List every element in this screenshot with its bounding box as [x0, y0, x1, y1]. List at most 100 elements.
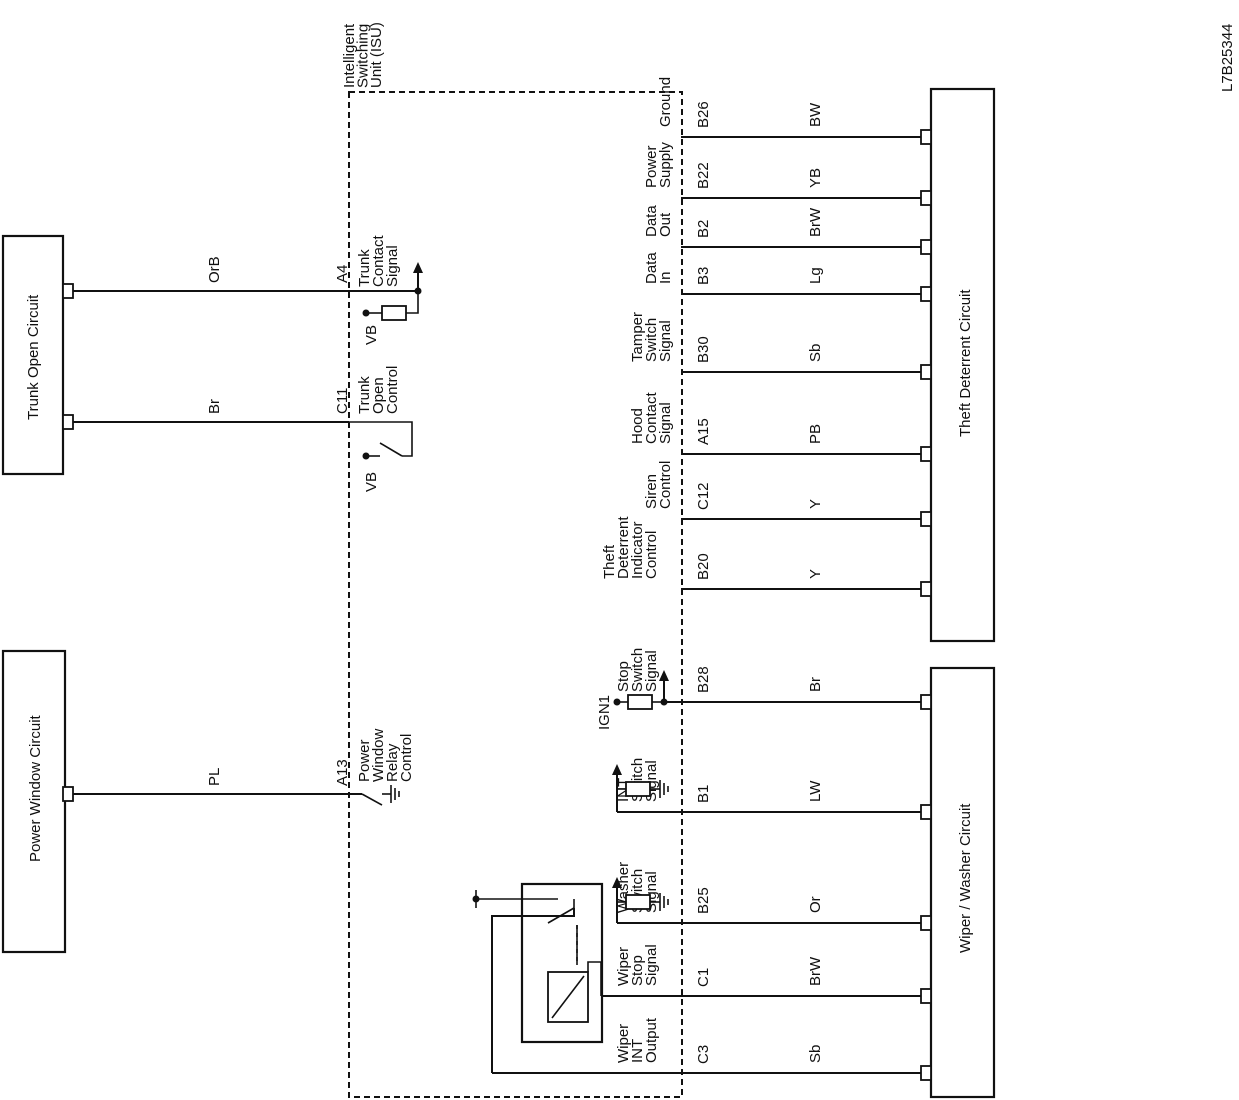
trunk-open-function-line: Control — [384, 366, 401, 414]
wiper-washer-circuit-box — [929, 666, 996, 1099]
power-window-pin: A13 — [334, 759, 351, 786]
ground-wire-color: BW — [807, 102, 824, 127]
theft-deterrent-circuit-label-group: Theft Deterrent Circuit — [957, 289, 974, 437]
trunk-contact-function-line: Signal — [384, 245, 401, 287]
wiper-int-output-wire-color-group: Sb — [807, 1045, 824, 1063]
power-window-circuit-label-group: Power Window Circuit — [27, 714, 44, 862]
trunk-contact-function-line: Trunk — [356, 249, 373, 287]
power-window-wire-color-group: PL — [206, 768, 223, 786]
int-switch-wire-color: LW — [807, 780, 824, 802]
ground-function: Ground — [657, 77, 674, 127]
hood-contact-function-line: Contact — [643, 391, 660, 444]
vb-label-2-group: VB — [363, 472, 380, 492]
siren-control-pin-group: C12 — [695, 482, 712, 510]
int-ground-icon — [659, 780, 669, 798]
wiper-stop-function-line: Stop — [629, 955, 646, 986]
ign1-label-group: IGN1 — [596, 695, 613, 730]
ground-function-line: Ground — [657, 77, 674, 127]
washer-switch-wire-color-group: Or — [807, 896, 824, 913]
hood-contact-wire-color-group: PB — [807, 424, 824, 444]
int-resistor-icon — [625, 781, 651, 797]
wiper-washer-circuit-label: Wiper / Washer Circuit — [957, 803, 974, 953]
data-out-terminal — [920, 239, 932, 255]
tamper-switch-function-line: Switch — [643, 318, 660, 362]
int-switch-terminal — [920, 804, 932, 820]
tamper-switch-wire-color-group: Sb — [807, 344, 824, 362]
trunk-open-wire-color: Br — [206, 399, 223, 414]
trunk-open-wire-color-group: Br — [206, 399, 223, 414]
tamper-switch-wire-color: Sb — [807, 344, 824, 362]
power-supply-pin: B22 — [695, 162, 712, 189]
figure-id-group: L7B25344 — [1219, 24, 1236, 92]
washer-switch-pin-group: B25 — [695, 887, 712, 914]
figure-id: L7B25344 — [1219, 24, 1236, 92]
tamper-switch-pin: B30 — [695, 336, 712, 363]
tamper-switch-function-line: Signal — [657, 320, 674, 362]
theft-indicator-wire-color: Y — [807, 569, 824, 579]
stop-switch-function-line: Stop — [615, 661, 632, 692]
ground-pin-group: B26 — [695, 101, 712, 128]
stop-switch-function-line: Switch — [629, 648, 646, 692]
data-in-wire-color-group: Lg — [807, 267, 824, 284]
theft-indicator-function-line: Control — [643, 531, 660, 579]
stop-switch-function-line: Signal — [643, 650, 660, 692]
trunk-open-pin: C11 — [334, 388, 351, 414]
isu-label-line: Intelligent — [341, 23, 358, 88]
power-window-function-line: Relay — [384, 743, 401, 782]
trunk-open-pin-group: C11 — [334, 388, 351, 414]
ground-terminal — [920, 129, 932, 145]
hood-contact-terminal — [920, 446, 932, 462]
power-supply-wire-color: YB — [807, 168, 824, 188]
siren-control-wire-color: Y — [807, 499, 824, 509]
theft-indicator-pin: B20 — [695, 553, 712, 580]
wiper-int-output-function-line: Output — [643, 1017, 660, 1063]
trunk-open-function-line: Trunk — [356, 376, 373, 414]
wiper-int-output-pin-group: C3 — [695, 1045, 712, 1064]
wiper-int-output-terminal — [920, 1065, 932, 1081]
data-out-wire-color-group: BrW — [807, 207, 824, 237]
wiper-int-output-wire-color: Sb — [807, 1045, 824, 1063]
data-in-wire-color: Lg — [807, 267, 824, 284]
wiper-washer-circuit-label-group: Wiper / Washer Circuit — [957, 803, 974, 953]
data-in-function-line: In — [657, 271, 674, 284]
power-window-wire-color: PL — [206, 768, 223, 786]
power-window-ground-icon — [390, 785, 400, 803]
wiper-int-relay-wire — [491, 908, 575, 1073]
theft-indicator-function-line: Indicator — [629, 521, 646, 579]
wiper-stop-pin-group: C1 — [695, 968, 712, 987]
wiper-stop-wire-color: BrW — [807, 956, 824, 986]
trunk-open-switch-icon — [379, 442, 403, 457]
washer-switch-wire-color: Or — [807, 896, 824, 913]
wiper-int-output-pin: C3 — [695, 1045, 712, 1064]
trunk-open-circuit-label-group: Trunk Open Circuit — [25, 294, 42, 420]
trunk-open-internal-wire — [349, 421, 413, 457]
vb-label-1-group: VB — [363, 325, 380, 345]
data-out-pin-group: B2 — [695, 220, 712, 238]
power-window-pin-group: A13 — [334, 759, 351, 786]
trunk-contact-arrow-icon — [413, 262, 423, 273]
hood-contact-wire-color: PB — [807, 424, 824, 444]
theft-deterrent-circuit-box — [929, 87, 996, 643]
int-switch-pin-group: B1 — [695, 785, 712, 803]
hood-contact-pin-group: A15 — [695, 418, 712, 445]
stop-switch-wire-color-group: Br — [807, 677, 824, 692]
washer-resistor-icon — [625, 894, 651, 910]
data-in-terminal — [920, 286, 932, 302]
trunk-open-terminal — [62, 414, 74, 430]
trunk-open-circuit-box — [1, 234, 65, 476]
trunk-contact-wire-color: OrB — [206, 256, 223, 283]
power-window-circuit-label: Power Window Circuit — [27, 714, 44, 862]
isu-boundary — [348, 91, 683, 1098]
pullup-wire — [406, 291, 419, 314]
stop-switch-pin: B28 — [695, 666, 712, 693]
washer-switch-pin: B25 — [695, 887, 712, 914]
trunk-contact-function-line: Contact — [370, 234, 387, 287]
